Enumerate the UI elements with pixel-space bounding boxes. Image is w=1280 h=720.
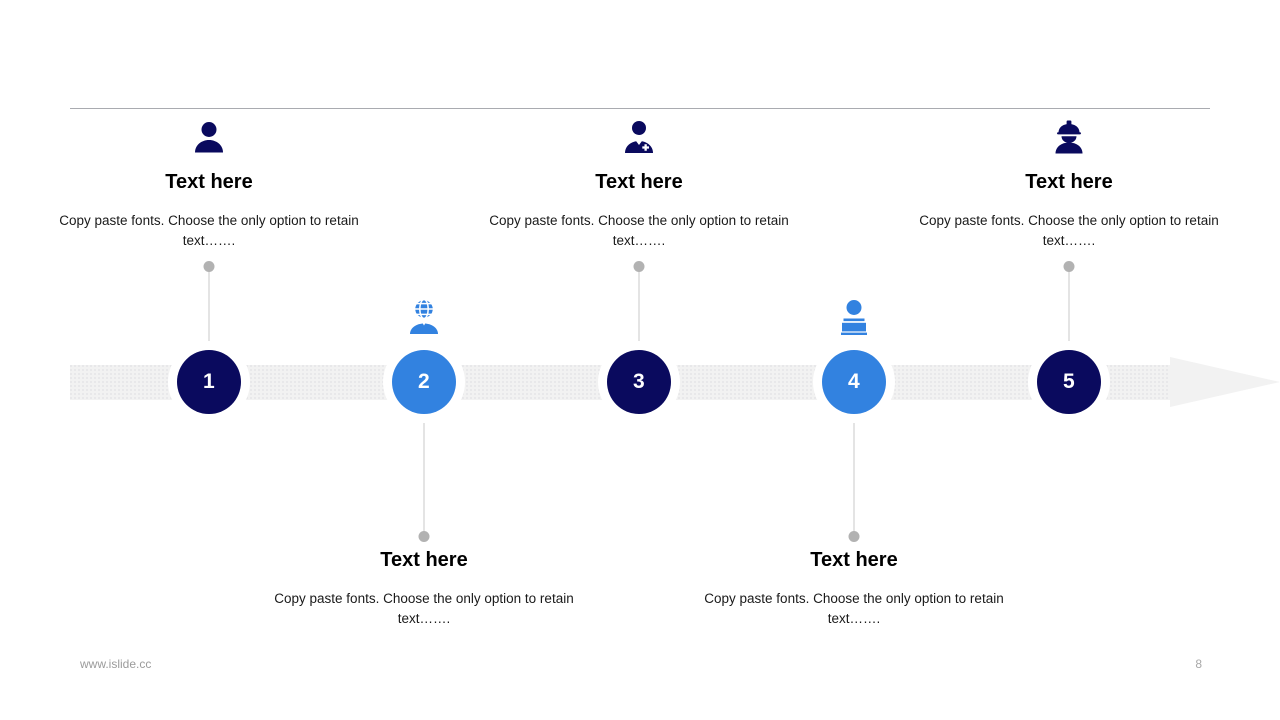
connector-dot [848, 531, 860, 542]
connector-dot [418, 531, 430, 542]
timeline-step-2: Text here Copy paste fonts. Choose the o… [244, 0, 604, 720]
footer-url[interactable]: www.islide.cc [80, 657, 152, 671]
connector-dot [633, 261, 645, 272]
construction-worker-icon [1046, 117, 1092, 159]
connector-line [1068, 268, 1070, 354]
step-title: Text here [380, 549, 468, 571]
step-body: Copy paste fonts. Choose the only option… [59, 213, 359, 248]
page-number: 8 [1195, 657, 1202, 671]
step-body: Copy paste fonts. Choose the only option… [489, 213, 789, 248]
timeline-step-1: Text here Copy paste fonts. Choose the o… [29, 0, 389, 720]
timeline-step-3: Text here Copy paste fonts. Choose the o… [459, 0, 819, 720]
doctor-icon [616, 117, 662, 159]
connector-line [423, 412, 425, 536]
step-title: Text here [595, 171, 683, 193]
step-marker-1[interactable]: 1 [177, 350, 241, 414]
step-marker-4[interactable]: 4 [822, 350, 886, 414]
global-person-icon [401, 296, 447, 338]
connector-dot [203, 261, 215, 272]
step-marker-5[interactable]: 5 [1037, 350, 1101, 414]
person-icon [186, 117, 232, 159]
step-title: Text here [810, 549, 898, 571]
step-marker-2[interactable]: 2 [392, 350, 456, 414]
step-body: Copy paste fonts. Choose the only option… [274, 591, 574, 626]
connector-line [208, 268, 210, 354]
step-title: Text here [1025, 171, 1113, 193]
connector-dot [1063, 261, 1075, 272]
step-title: Text here [165, 171, 253, 193]
band-arrowhead-icon [1170, 357, 1280, 407]
connector-line [638, 268, 640, 354]
presenter-icon [831, 296, 877, 338]
connector-line [853, 412, 855, 536]
timeline-step-5: Text here Copy paste fonts. Choose the o… [889, 0, 1249, 720]
step-marker-3[interactable]: 3 [607, 350, 671, 414]
step-body: Copy paste fonts. Choose the only option… [919, 213, 1219, 248]
step-body: Copy paste fonts. Choose the only option… [704, 591, 1004, 626]
header-divider [70, 108, 1210, 109]
timeline-step-4: Text here Copy paste fonts. Choose the o… [674, 0, 1034, 720]
